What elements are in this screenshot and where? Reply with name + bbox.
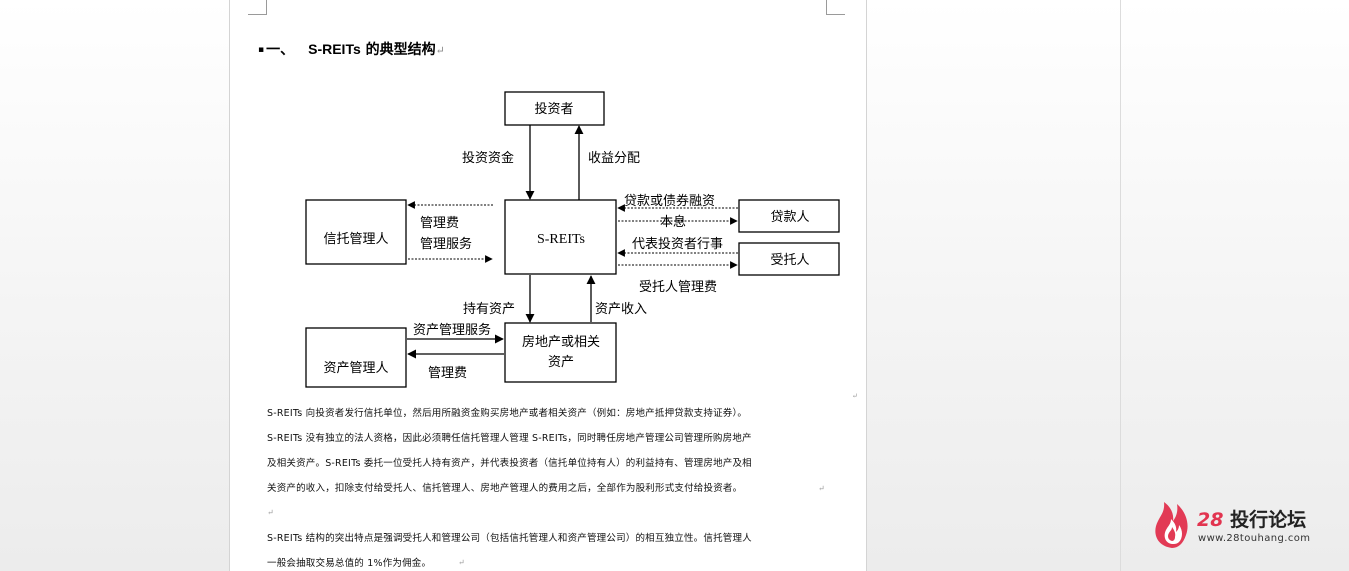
label-mgmt-service: 管理服务 xyxy=(420,236,472,252)
section-heading[interactable]: ▪一、 S-REITs 的典型结构↵ xyxy=(258,39,445,59)
paragraph-mark: ↵ xyxy=(818,484,825,493)
heading-number: 一、 xyxy=(266,42,295,58)
paragraph-1-line-1[interactable]: S-REITs 向投资者发行信托单位，然后用所融资金购买房地产或者相关资产（例如… xyxy=(267,408,748,419)
label-income-distribution: 收益分配 xyxy=(588,151,640,166)
logo-wordmark: 28 投行论坛 xyxy=(1197,505,1306,532)
page-gutter-line xyxy=(1120,0,1121,571)
heading-title-cn: 的典型结构 xyxy=(360,42,436,58)
label-loan-bond: 贷款或债券融资 xyxy=(624,193,715,209)
property-label-line1: 房地产或相关 xyxy=(522,334,600,350)
label-invest-funds: 投资资金 xyxy=(462,150,514,166)
label-mgmt-fee-2: 管理费 xyxy=(428,366,467,381)
paragraph-1-line-2[interactable]: S-REITs 没有独立的法人资格，因此必须聘任信托管理人管理 S-REITs，… xyxy=(267,433,752,444)
trust-manager-label: 信托管理人 xyxy=(323,232,388,247)
paragraph-mark: ↵ xyxy=(435,44,445,57)
empty-paragraph-mark: ↵ xyxy=(267,508,274,517)
label-mgmt-fee: 管理费 xyxy=(420,216,459,231)
trustee-box xyxy=(738,242,840,276)
logo-url: www.28touhang.com xyxy=(1198,533,1311,544)
label-trustee-fee: 受托人管理费 xyxy=(639,280,717,295)
asset-manager-label: 资产管理人 xyxy=(323,361,388,376)
heading-bullet: ▪ xyxy=(258,45,265,55)
margin-corner-top-right xyxy=(826,0,845,15)
label-principal-interest: 本息 xyxy=(660,214,686,230)
flame-logo-icon xyxy=(1155,502,1188,548)
margin-corner-top-left xyxy=(248,0,267,15)
asset-manager-box xyxy=(305,327,407,388)
diagram-paragraph-mark: ↵ xyxy=(852,392,858,400)
sreits-box xyxy=(504,199,617,275)
label-asset-mgmt-service: 资产管理服务 xyxy=(413,322,491,338)
label-hold-assets: 持有资产 xyxy=(463,302,515,317)
investor-box xyxy=(504,91,605,126)
trust-manager-box xyxy=(305,199,407,265)
property-label-line2: 资产 xyxy=(548,355,574,370)
paragraph-2-line-1[interactable]: S-REITs 结构的突出特点是强调受托人和管理公司（包括信托管理人和资产管理公… xyxy=(267,533,752,544)
paragraph-mark: ↵ xyxy=(458,558,465,567)
lender-label: 贷款人 xyxy=(770,210,809,225)
trustee-label: 受托人 xyxy=(770,253,809,268)
paragraph-1-line-3[interactable]: 及相关资产。S-REITs 委托一位受托人持有资产，并代表投资者（信托单位持有人… xyxy=(267,458,752,469)
lender-box xyxy=(738,199,840,233)
paragraph-1-line-4[interactable]: 关资产的收入，扣除支付给受托人、信托管理人、房地产管理人的费用之后，全部作为股利… xyxy=(267,483,743,494)
heading-title-latin: S-REITs xyxy=(308,41,361,57)
logo-number: 28 xyxy=(1197,509,1224,531)
investor-label: 投资者 xyxy=(534,101,573,117)
label-asset-income: 资产收入 xyxy=(595,302,647,317)
label-act-for-investor: 代表投资者行事 xyxy=(632,236,723,252)
logo-name: 投行论坛 xyxy=(1230,509,1307,531)
paragraph-2-line-2[interactable]: 一般会抽取交易总值的 1%作为佣金。 xyxy=(267,558,432,569)
sreits-label: S-REITs xyxy=(537,232,585,247)
property-box xyxy=(504,322,617,383)
